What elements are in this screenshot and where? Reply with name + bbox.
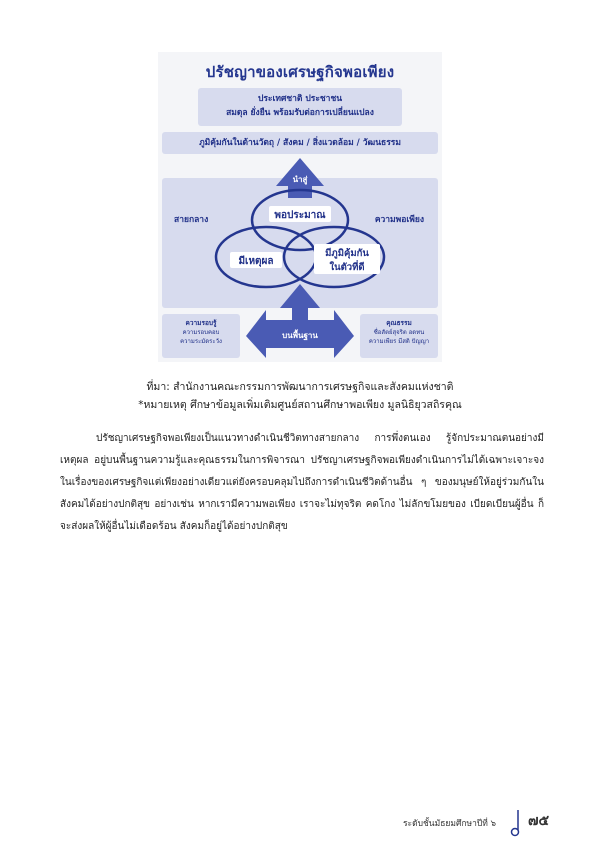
virtue-head: คุณธรรม	[386, 319, 412, 327]
immunity-label-2: ในตัวที่ดี	[329, 259, 364, 273]
knowledge-head: ความรอบรู้	[185, 319, 217, 327]
body-paragraph: ปรัชญาเศรษฐกิจพอเพียงเป็นแนวทางดำเนินชีว…	[60, 433, 544, 532]
foundation-arrow	[246, 284, 354, 358]
immunity-dimensions-box: ภูมิคุ้มกันในด้านวัตถุ / สังคม / สิ่งแวด…	[162, 132, 438, 154]
footer-grade-label: ระดับชั้นมัธยมศึกษาปีที่ ๖	[402, 819, 496, 829]
virtue-line-2: ความเพียร มีสติ ปัญญา	[368, 338, 430, 345]
outcome-box: ประเทศชาติ ประชาชน สมดุล ยั่งยืน พร้อมรั…	[198, 88, 402, 126]
immunity-label-1: มีภูมิคุ้มกัน	[325, 247, 369, 260]
figure-note: *หมายเหตุ ศึกษาข้อมูลเพิ่มเติมศูนย์สถานศ…	[138, 399, 462, 411]
foundation-label: บนพื้นฐาน	[282, 329, 318, 341]
immunity-circle	[282, 225, 386, 289]
page-number: ๗๕	[528, 813, 550, 829]
knowledge-line-2: ความระมัดระวัง	[180, 338, 222, 345]
virtue-box: คุณธรรม ซื่อสัตย์สุจริต อดทน ความเพียร ม…	[360, 314, 438, 358]
figure-source: ที่มา: สำนักงานคณะกรรมการพัฒนาการเศรษฐกิ…	[146, 381, 454, 393]
moderation-circle	[250, 188, 350, 252]
reason-label: มีเหตุผล	[238, 255, 273, 267]
moderation-label: พอประมาณ	[274, 209, 326, 221]
knowledge-box: ความรอบรู้ ความรอบคอบ ความระมัดระวัง	[162, 314, 240, 358]
sufficiency-label: ความพอเพียง	[375, 214, 424, 225]
outcome-line-2: สมดุล ยั่งยืน พร้อมรับต่อการเปลี่ยนแปลง	[226, 108, 374, 118]
virtue-line-1: ซื่อสัตย์สุจริต อดทน	[373, 329, 425, 336]
body-paragraph-block: ปรัชญาเศรษฐกิจพอเพียงเป็นแนวทางดำเนินชีว…	[60, 428, 544, 538]
outcome-line-1: ประเทศชาติ ประชาชน	[257, 94, 343, 104]
footer-ornament-icon	[510, 810, 520, 837]
lead-to-label: นำสู่	[293, 175, 308, 185]
middle-way-label: สายกลาง	[174, 215, 208, 225]
sufficiency-economy-diagram: ปรัชญาของเศรษฐกิจพอเพียง ประเทศชาติ ประช…	[158, 52, 442, 362]
knowledge-line-1: ความรอบคอบ	[182, 329, 220, 336]
lead-to-arrow	[276, 158, 324, 198]
diagram-title: ปรัชญาของเศรษฐกิจพอเพียง	[205, 63, 395, 81]
diagram-graphics: นำสู่ สายกลาง ความพอเพียง พอประมาณ มีเหต…	[174, 158, 424, 358]
